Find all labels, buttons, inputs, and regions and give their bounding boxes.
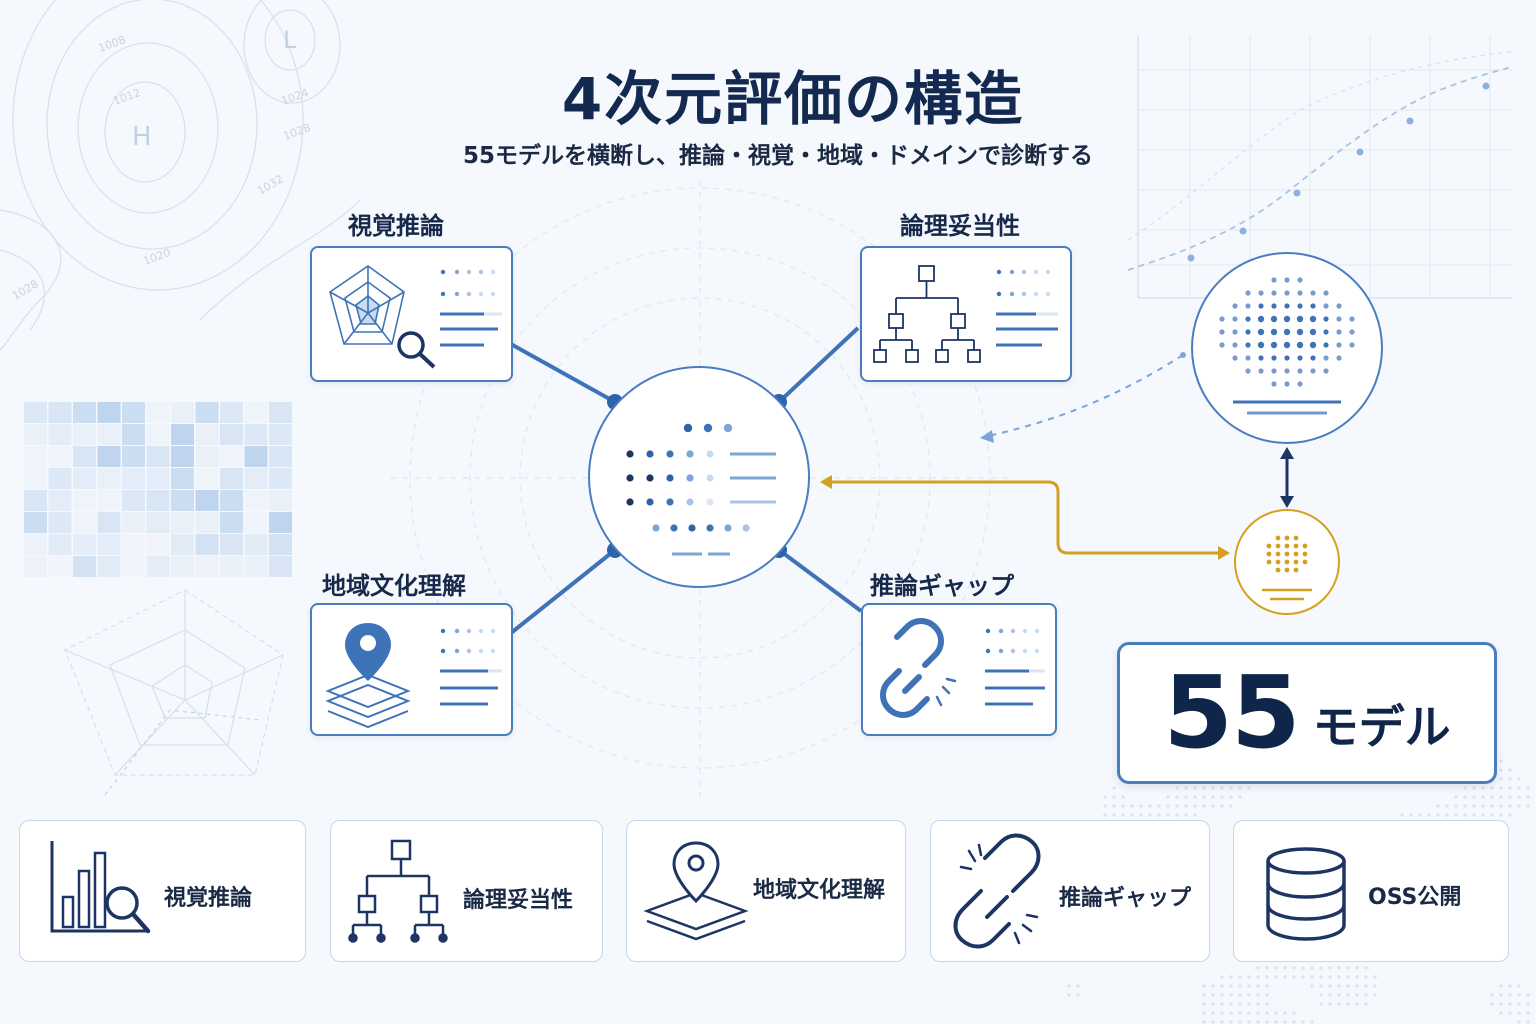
background-heatmap bbox=[24, 402, 292, 577]
bottom-card-regional[interactable]: 地域文化理解 bbox=[626, 820, 906, 962]
background-radar bbox=[64, 589, 284, 796]
hub-connectors bbox=[508, 326, 863, 635]
radar-magnifier-icon bbox=[329, 265, 436, 369]
dimension-card-visual[interactable] bbox=[310, 246, 513, 382]
broken-chain-icon bbox=[880, 618, 957, 718]
weather-map-contours bbox=[0, 0, 361, 351]
gold-feedback-arrow bbox=[828, 480, 1228, 555]
model-count-unit: モデル bbox=[1312, 700, 1451, 754]
pressure-label: 1032 bbox=[255, 172, 286, 197]
hierarchy-tree-icon bbox=[348, 839, 448, 943]
bottom-label-gap: 推論ギャップ bbox=[1059, 886, 1192, 911]
gold-model-circle bbox=[1234, 509, 1340, 615]
dimension-label-logic: 論理妥当性 bbox=[900, 212, 1020, 240]
bottom-card-visual[interactable]: 視覚推論 bbox=[19, 820, 306, 962]
hub-dot-matrix bbox=[626, 423, 776, 556]
bar-chart-magnifier-icon bbox=[50, 841, 151, 934]
map-pin-layers-icon bbox=[325, 623, 411, 729]
high-pressure-marker: H bbox=[132, 122, 152, 152]
background-line-chart bbox=[1137, 35, 1512, 299]
bottom-label-oss: OSS公開 bbox=[1368, 885, 1462, 910]
card-lines bbox=[996, 269, 1058, 347]
low-pressure-marker: L bbox=[283, 26, 297, 54]
bottom-card-logic[interactable]: 論理妥当性 bbox=[330, 820, 603, 962]
dashed-blue-arrow bbox=[987, 354, 1184, 437]
hierarchy-tree-icon bbox=[873, 265, 981, 363]
bottom-label-regional: 地域文化理解 bbox=[753, 878, 886, 903]
bottom-label-visual: 視覚推論 bbox=[164, 886, 253, 911]
dimension-label-regional: 地域文化理解 bbox=[322, 572, 466, 600]
model-count-badge: 55 モデル bbox=[1117, 642, 1497, 784]
background-rings bbox=[390, 180, 1010, 800]
bottom-card-oss[interactable]: OSS公開 bbox=[1233, 820, 1509, 962]
dimension-label-visual: 視覚推論 bbox=[348, 212, 444, 240]
bottom-card-gap[interactable]: 推論ギャップ bbox=[930, 820, 1210, 962]
database-icon bbox=[1266, 847, 1346, 941]
map-pin-layers-icon bbox=[643, 841, 749, 941]
card-lines bbox=[985, 628, 1045, 706]
page-title: 4次元評価の構造 bbox=[561, 65, 1025, 133]
bottom-label-logic: 論理妥当性 bbox=[463, 888, 574, 913]
model-cluster-circle bbox=[1191, 252, 1383, 444]
dimension-card-regional[interactable] bbox=[310, 603, 513, 736]
dimension-label-gap: 推論ギャップ bbox=[870, 572, 1014, 600]
card-lines bbox=[440, 628, 502, 706]
central-hub[interactable] bbox=[588, 366, 810, 588]
pressure-label: 1028 bbox=[10, 277, 41, 302]
dimension-card-logic[interactable] bbox=[860, 246, 1072, 382]
card-lines bbox=[440, 269, 502, 347]
dimension-card-gap[interactable] bbox=[861, 603, 1057, 736]
broken-chain-icon bbox=[953, 833, 1041, 949]
model-count-number: 55 bbox=[1163, 654, 1300, 771]
page-subtitle: 55モデルを横断し、推論・視覚・地域・ドメインで診断する bbox=[462, 143, 1093, 169]
